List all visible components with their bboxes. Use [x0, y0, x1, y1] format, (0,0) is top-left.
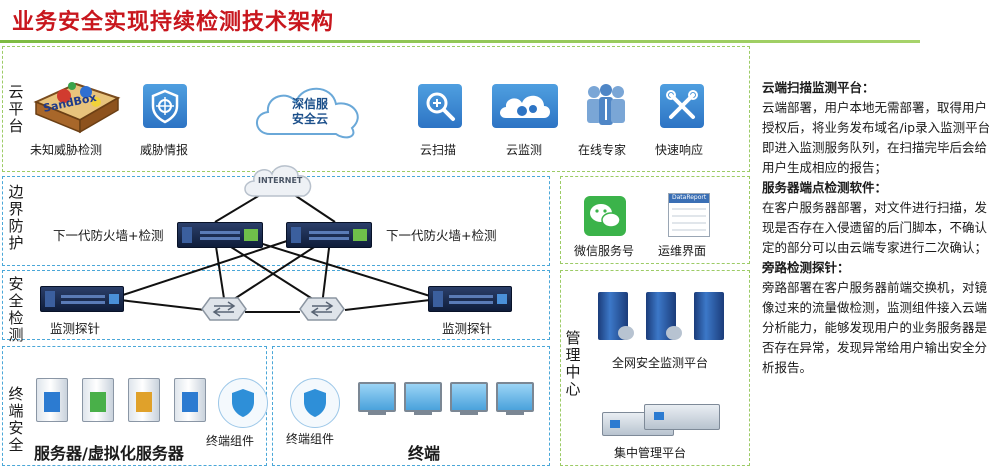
desc-body-probe: 旁路部署在客户服务器前端交换机，对镜像过来的流量做检测，监测组件接入云端分析能力… [762, 280, 988, 375]
wechat-icon [584, 196, 626, 236]
monitor-platform-label: 全网安全监测平台 [612, 356, 709, 370]
online-expert-icon [582, 82, 630, 130]
internet-cloud-icon [240, 160, 318, 202]
desc-body-cloud-scan: 云端部署，用户本地无需部署，取得用户授权后，将业务发布域名/ip录入监测平台即进… [762, 100, 991, 175]
switch-right-icon [298, 294, 346, 324]
probe-left-icon [40, 286, 124, 312]
section-label-border: 边界防护 [8, 183, 24, 252]
wechat-label: 微信服务号 [574, 244, 635, 258]
desc-heading-probe: 旁路检测探针： [762, 260, 850, 275]
agent-left-label: 终端组件 [206, 434, 255, 448]
threat-intel-label: 威胁情报 [140, 143, 189, 157]
agent-right-label: 终端组件 [286, 432, 335, 446]
section-label-security: 安全检测 [8, 275, 24, 344]
firewall-left-icon [177, 222, 263, 248]
section-label-endpoint: 终端安全 [8, 385, 24, 454]
section-label-cloud: 云平台 [8, 83, 24, 135]
section-label-management: 管理中心 [565, 329, 581, 398]
report-icon [668, 193, 710, 237]
network-links [119, 191, 431, 313]
desc-heading-endpoint: 服务器端点检测软件： [762, 180, 888, 195]
page-title: 业务安全实现持续检测技术架构 [12, 10, 335, 35]
cloud-platform-section [2, 46, 750, 172]
firewall-right-icon [286, 222, 372, 248]
terminal-group-icon [358, 382, 538, 422]
unknown-threat-label: 未知威胁检测 [30, 143, 103, 157]
firewall-left-label: 下一代防火墙+检测 [53, 228, 164, 243]
online-expert-label: 在线专家 [578, 143, 627, 157]
terminals-label: 终端 [408, 444, 441, 463]
central-platform-icon [602, 404, 722, 438]
agent-right-icon [290, 378, 340, 428]
report-title: DataReport [672, 194, 707, 201]
cloud-scan-icon [418, 84, 462, 128]
title-underline [0, 40, 920, 43]
security-cloud-icon [248, 76, 372, 144]
wechat-ops-section [560, 176, 750, 264]
monitor-platform-icon [598, 292, 730, 342]
server-group-icon [36, 378, 206, 422]
probe-left-label: 监测探针 [50, 321, 101, 336]
security-cloud-label: 深信服 安全云 [291, 97, 328, 126]
threat-intel-icon [143, 84, 187, 128]
servers-label: 服务器/虚拟化服务器 [34, 444, 184, 463]
switch-left-icon [200, 294, 248, 324]
cloud-scan-label: 云扫描 [420, 143, 457, 157]
cloud-monitor-icon [492, 84, 558, 128]
security-detection-section [2, 270, 550, 340]
desc-heading-cloud-scan: 云端扫描监测平台： [762, 80, 875, 95]
side-description: 云端扫描监测平台： 云端部署，用户本地无需部署，取得用户授权后，将业务发布域名/… [762, 78, 998, 378]
internet-label: INTERNET [258, 176, 303, 185]
cloud-monitor-label: 云监测 [506, 143, 543, 157]
firewall-right-label: 下一代防火墙+检测 [386, 228, 497, 243]
probe-right-icon [428, 286, 512, 312]
quick-response-icon [660, 84, 704, 128]
sandbox-icon: SandBox [30, 62, 122, 136]
probe-right-label: 监测探针 [442, 321, 493, 336]
desc-body-endpoint: 在客户服务器部署，对文件进行扫描，发现是否存在入侵遗留的后门脚本，不确认定的部分… [762, 200, 988, 255]
quick-response-label: 快速响应 [655, 143, 704, 157]
agent-left-icon [218, 378, 268, 428]
central-platform-label: 集中管理平台 [614, 446, 687, 460]
ops-ui-label: 运维界面 [658, 244, 707, 258]
